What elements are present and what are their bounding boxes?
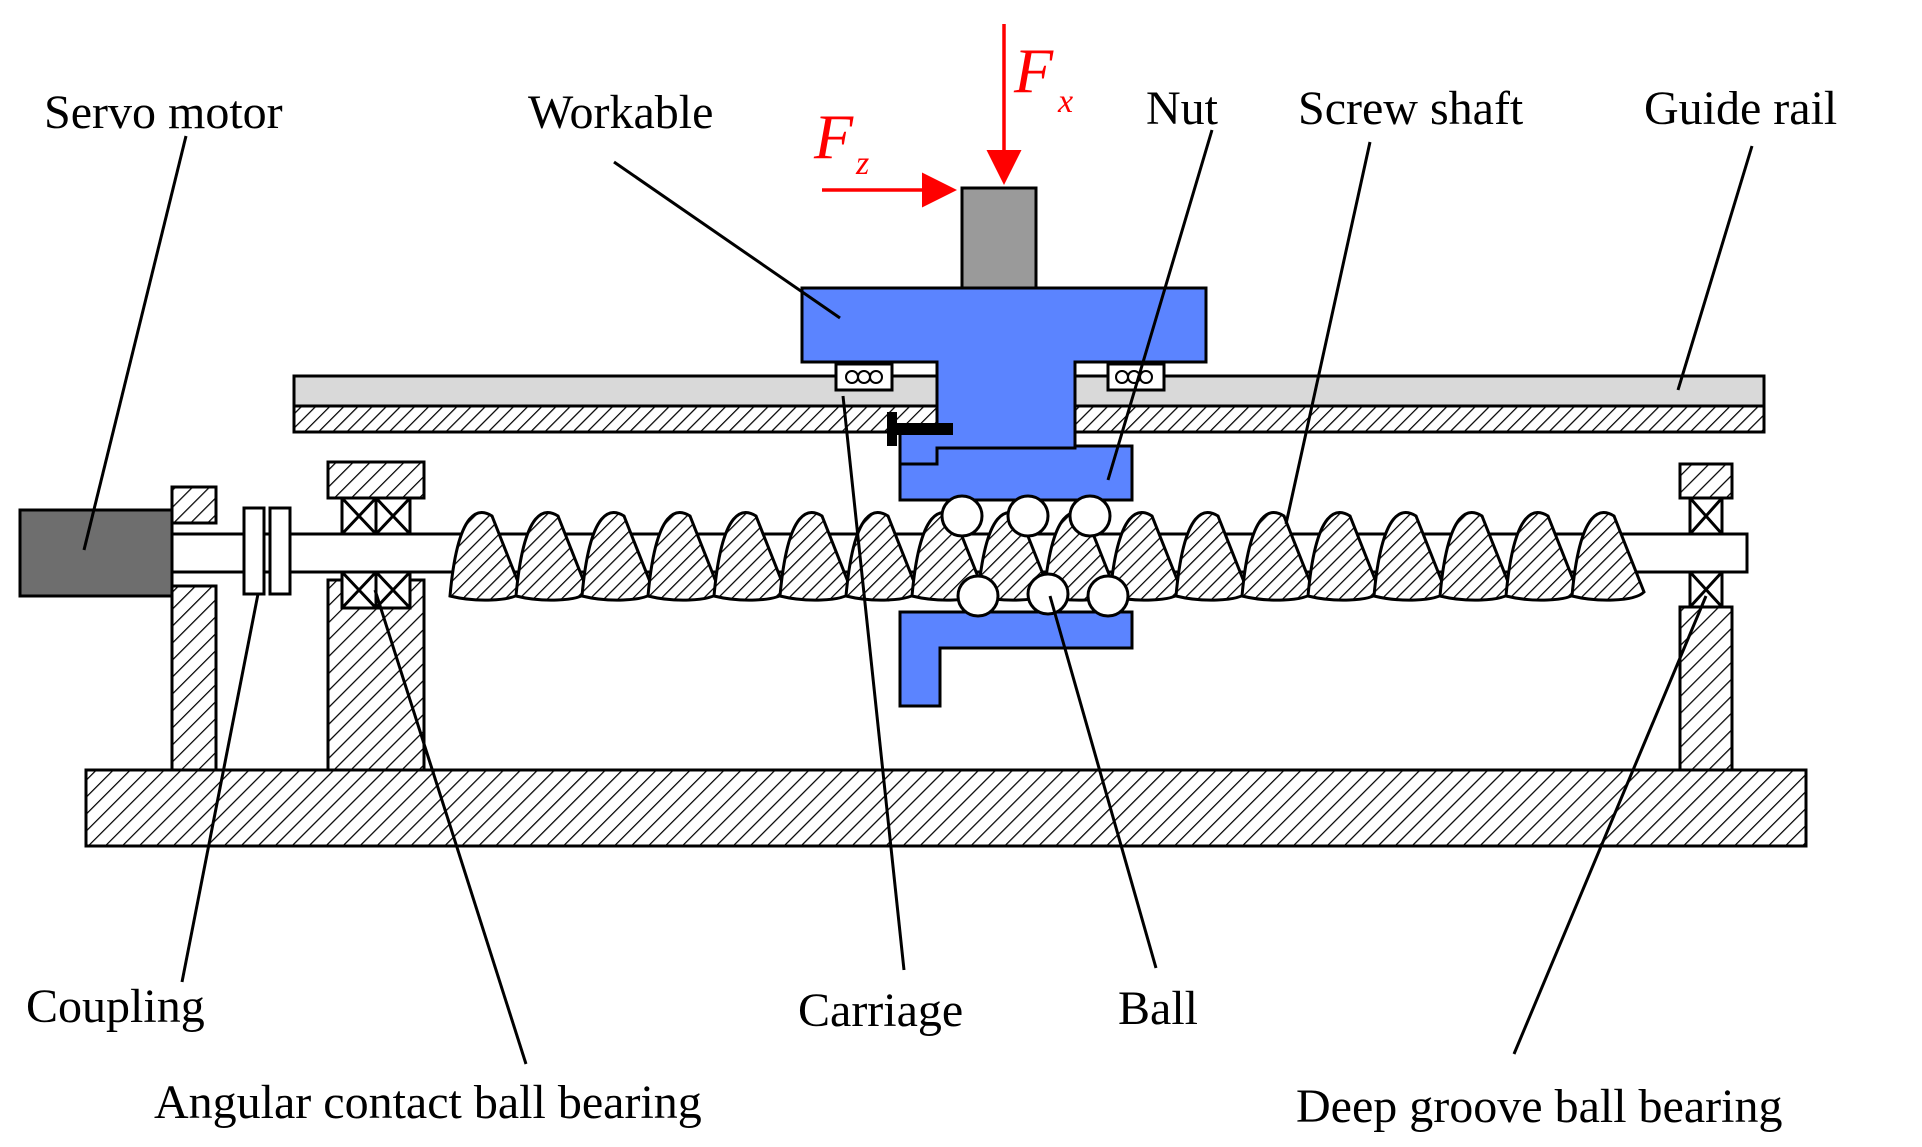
deep-groove-ball-bearing [1688, 496, 1724, 609]
screw-thread [448, 510, 524, 602]
label-carriage: Carriage [798, 984, 963, 1037]
screw-shaft [170, 510, 1749, 602]
screw-thread [712, 510, 788, 602]
screw-thread [1438, 510, 1514, 602]
machine-base [84, 460, 1808, 848]
svg-text:F: F [813, 101, 854, 172]
label-nut: Nut [1146, 82, 1219, 135]
screw-thread [1570, 510, 1646, 602]
worktable [800, 186, 1208, 466]
leader-lines [82, 129, 1754, 1065]
screw-thread [1240, 510, 1316, 602]
screw-thread [1504, 510, 1580, 602]
bolt [887, 412, 953, 446]
screw-thread [844, 510, 920, 602]
label-servo-motor: Servo motor [44, 86, 283, 139]
screw-thread [580, 510, 656, 602]
screw-thread-profile [448, 510, 1646, 602]
screw-thread [1306, 510, 1382, 602]
carriage-right [1106, 362, 1166, 392]
svg-text:z: z [855, 145, 869, 182]
screw-thread [1372, 510, 1448, 602]
ball [956, 574, 1000, 618]
balls [940, 494, 1130, 618]
screw-thread [514, 510, 590, 602]
screw-thread [1174, 510, 1250, 602]
ball [940, 494, 984, 538]
svg-text:x: x [1057, 83, 1073, 120]
servo-motor-body [18, 508, 174, 598]
svg-text:F: F [1013, 35, 1054, 106]
screw-thread [778, 510, 854, 602]
force-fz: F z [813, 101, 957, 208]
label-guide-rail: Guide rail [1644, 82, 1837, 135]
screw-thread [646, 510, 722, 602]
screw-thread [1108, 510, 1184, 602]
label-deep-groove-ball-bearing: Deep groove ball bearing [1296, 1080, 1782, 1133]
label-angular-contact-ball-bearing: Angular contact ball bearing [154, 1076, 702, 1129]
coupling [242, 506, 292, 596]
label-coupling: Coupling [26, 980, 205, 1033]
ball [1086, 574, 1130, 618]
nut [898, 444, 1134, 708]
ball [1006, 494, 1050, 538]
ball [1068, 494, 1112, 538]
carriage-left [834, 362, 894, 392]
force-fx: F x [986, 24, 1073, 185]
label-screw-shaft: Screw shaft [1298, 82, 1524, 135]
label-ball: Ball [1118, 982, 1198, 1035]
labels: Servo motor Workable Nut Screw shaft Gui… [26, 82, 1837, 1133]
ball [1026, 572, 1070, 616]
label-workable: Workable [528, 86, 713, 139]
tool-post [960, 186, 1038, 290]
